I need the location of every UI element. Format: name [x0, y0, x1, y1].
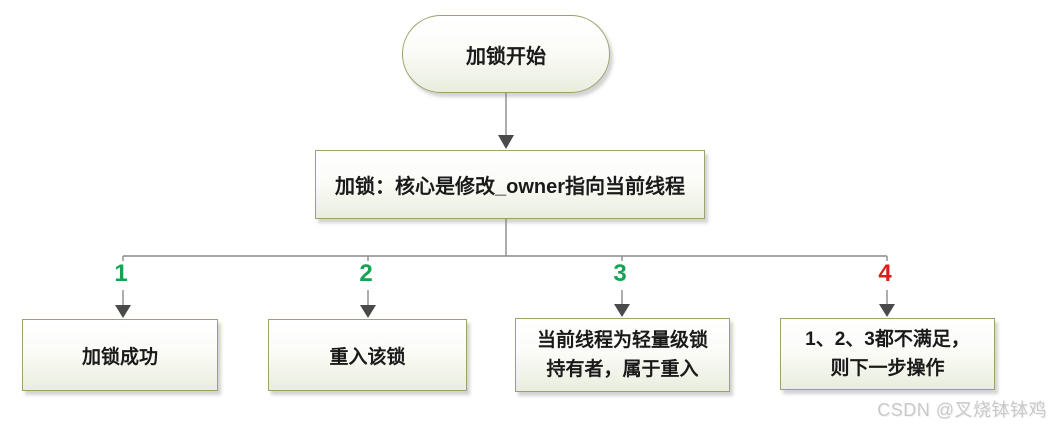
node-outcome4-label-line2: 则下一步操作 — [830, 358, 945, 379]
branch-label-1: 1 — [101, 261, 141, 287]
branch-label-4: 4 — [865, 261, 905, 287]
branch-1-arrowhead — [115, 305, 131, 318]
arrowhead-start-to-process — [498, 135, 514, 149]
branch-label-2: 2 — [346, 261, 386, 287]
node-outcome-lock-success: 加锁成功 — [22, 319, 218, 391]
branch-2-arrowhead — [360, 305, 376, 318]
branch-3-arrowhead — [614, 304, 630, 317]
node-outcome3-label-line2: 持有者，属于重入 — [546, 359, 699, 380]
node-outcome1-label: 加锁成功 — [81, 346, 158, 368]
branch-4-arrowhead — [879, 304, 895, 317]
node-start-terminator: 加锁开始 — [402, 15, 610, 93]
node-outcome2-label: 重入该锁 — [329, 346, 406, 368]
branch-label-3: 3 — [600, 261, 640, 287]
node-process: 加锁：核心是修改_owner指向当前线程 — [315, 150, 705, 219]
node-outcome-lightweight-holder: 当前线程为轻量级锁 持有者，属于重入 — [515, 318, 730, 392]
node-start-label: 加锁开始 — [466, 45, 546, 68]
node-outcome-next-step: 1、2、3都不满足， 则下一步操作 — [780, 318, 995, 390]
csdn-watermark: CSDN @叉烧钵钵鸡 — [877, 400, 1047, 420]
node-process-label: 加锁：核心是修改_owner指向当前线程 — [334, 176, 686, 198]
node-outcome4-label-line1: 1、2、3都不满足， — [805, 329, 970, 350]
node-outcome3-label-line1: 当前线程为轻量级锁 — [536, 330, 708, 351]
node-outcome-reenter-lock: 重入该锁 — [268, 319, 467, 391]
